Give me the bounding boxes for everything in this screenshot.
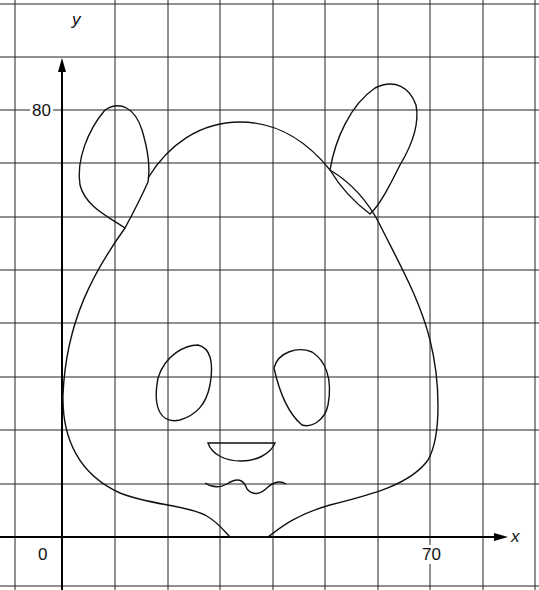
tick-label: 70 [420,545,443,564]
axis-label: y [70,10,83,29]
axis-label: x [509,527,522,546]
axes [0,58,508,590]
tick-label: 80 [30,101,53,120]
panda-outline [63,84,438,537]
tick-label: 0 [36,545,49,564]
